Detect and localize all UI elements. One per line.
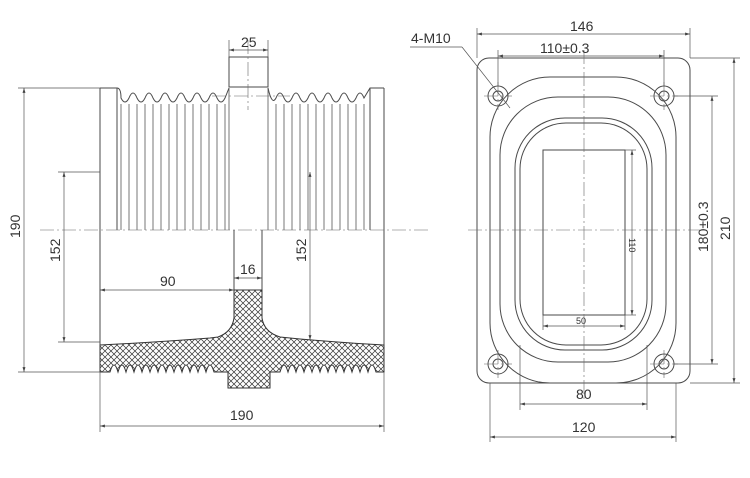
bolt-hole	[484, 82, 512, 110]
dim-bolt-spacing-x: 110±0.3	[540, 40, 590, 56]
top-boss	[228, 56, 269, 88]
dim-window-width: 50	[576, 316, 586, 326]
bolt-hole	[650, 350, 678, 378]
dim-opening-width: 80	[576, 386, 592, 402]
dim-top-width: 25	[241, 34, 257, 50]
dim-window-height: 110	[627, 238, 637, 252]
top-view: 4-M10 146 110±0.3 180±0.3 210 110 50	[410, 18, 740, 442]
dim-base-width: 190	[230, 407, 254, 423]
dim-half-width: 90	[160, 273, 176, 289]
dim-outer-height: 210	[717, 216, 733, 240]
dim-inner-height-right: 152	[293, 238, 309, 262]
inner-oval	[514, 117, 653, 351]
bolt-hole	[650, 82, 678, 110]
dim-base-width-top: 120	[572, 419, 596, 435]
label-bolt-spec: 4-M10	[411, 30, 451, 46]
dim-inner-height-left: 152	[47, 238, 63, 262]
corrugation-top	[100, 87, 384, 103]
bolt-hole	[484, 350, 512, 378]
dim-bolt-spacing-y: 180±0.3	[695, 201, 711, 252]
hatched-section	[99, 289, 385, 389]
dim-overall-height: 190	[7, 214, 23, 238]
dim-outer-width: 146	[570, 18, 594, 34]
side-view: 25 190 152 152 90 16 190	[7, 34, 430, 432]
dim-stem-width: 16	[240, 261, 256, 277]
